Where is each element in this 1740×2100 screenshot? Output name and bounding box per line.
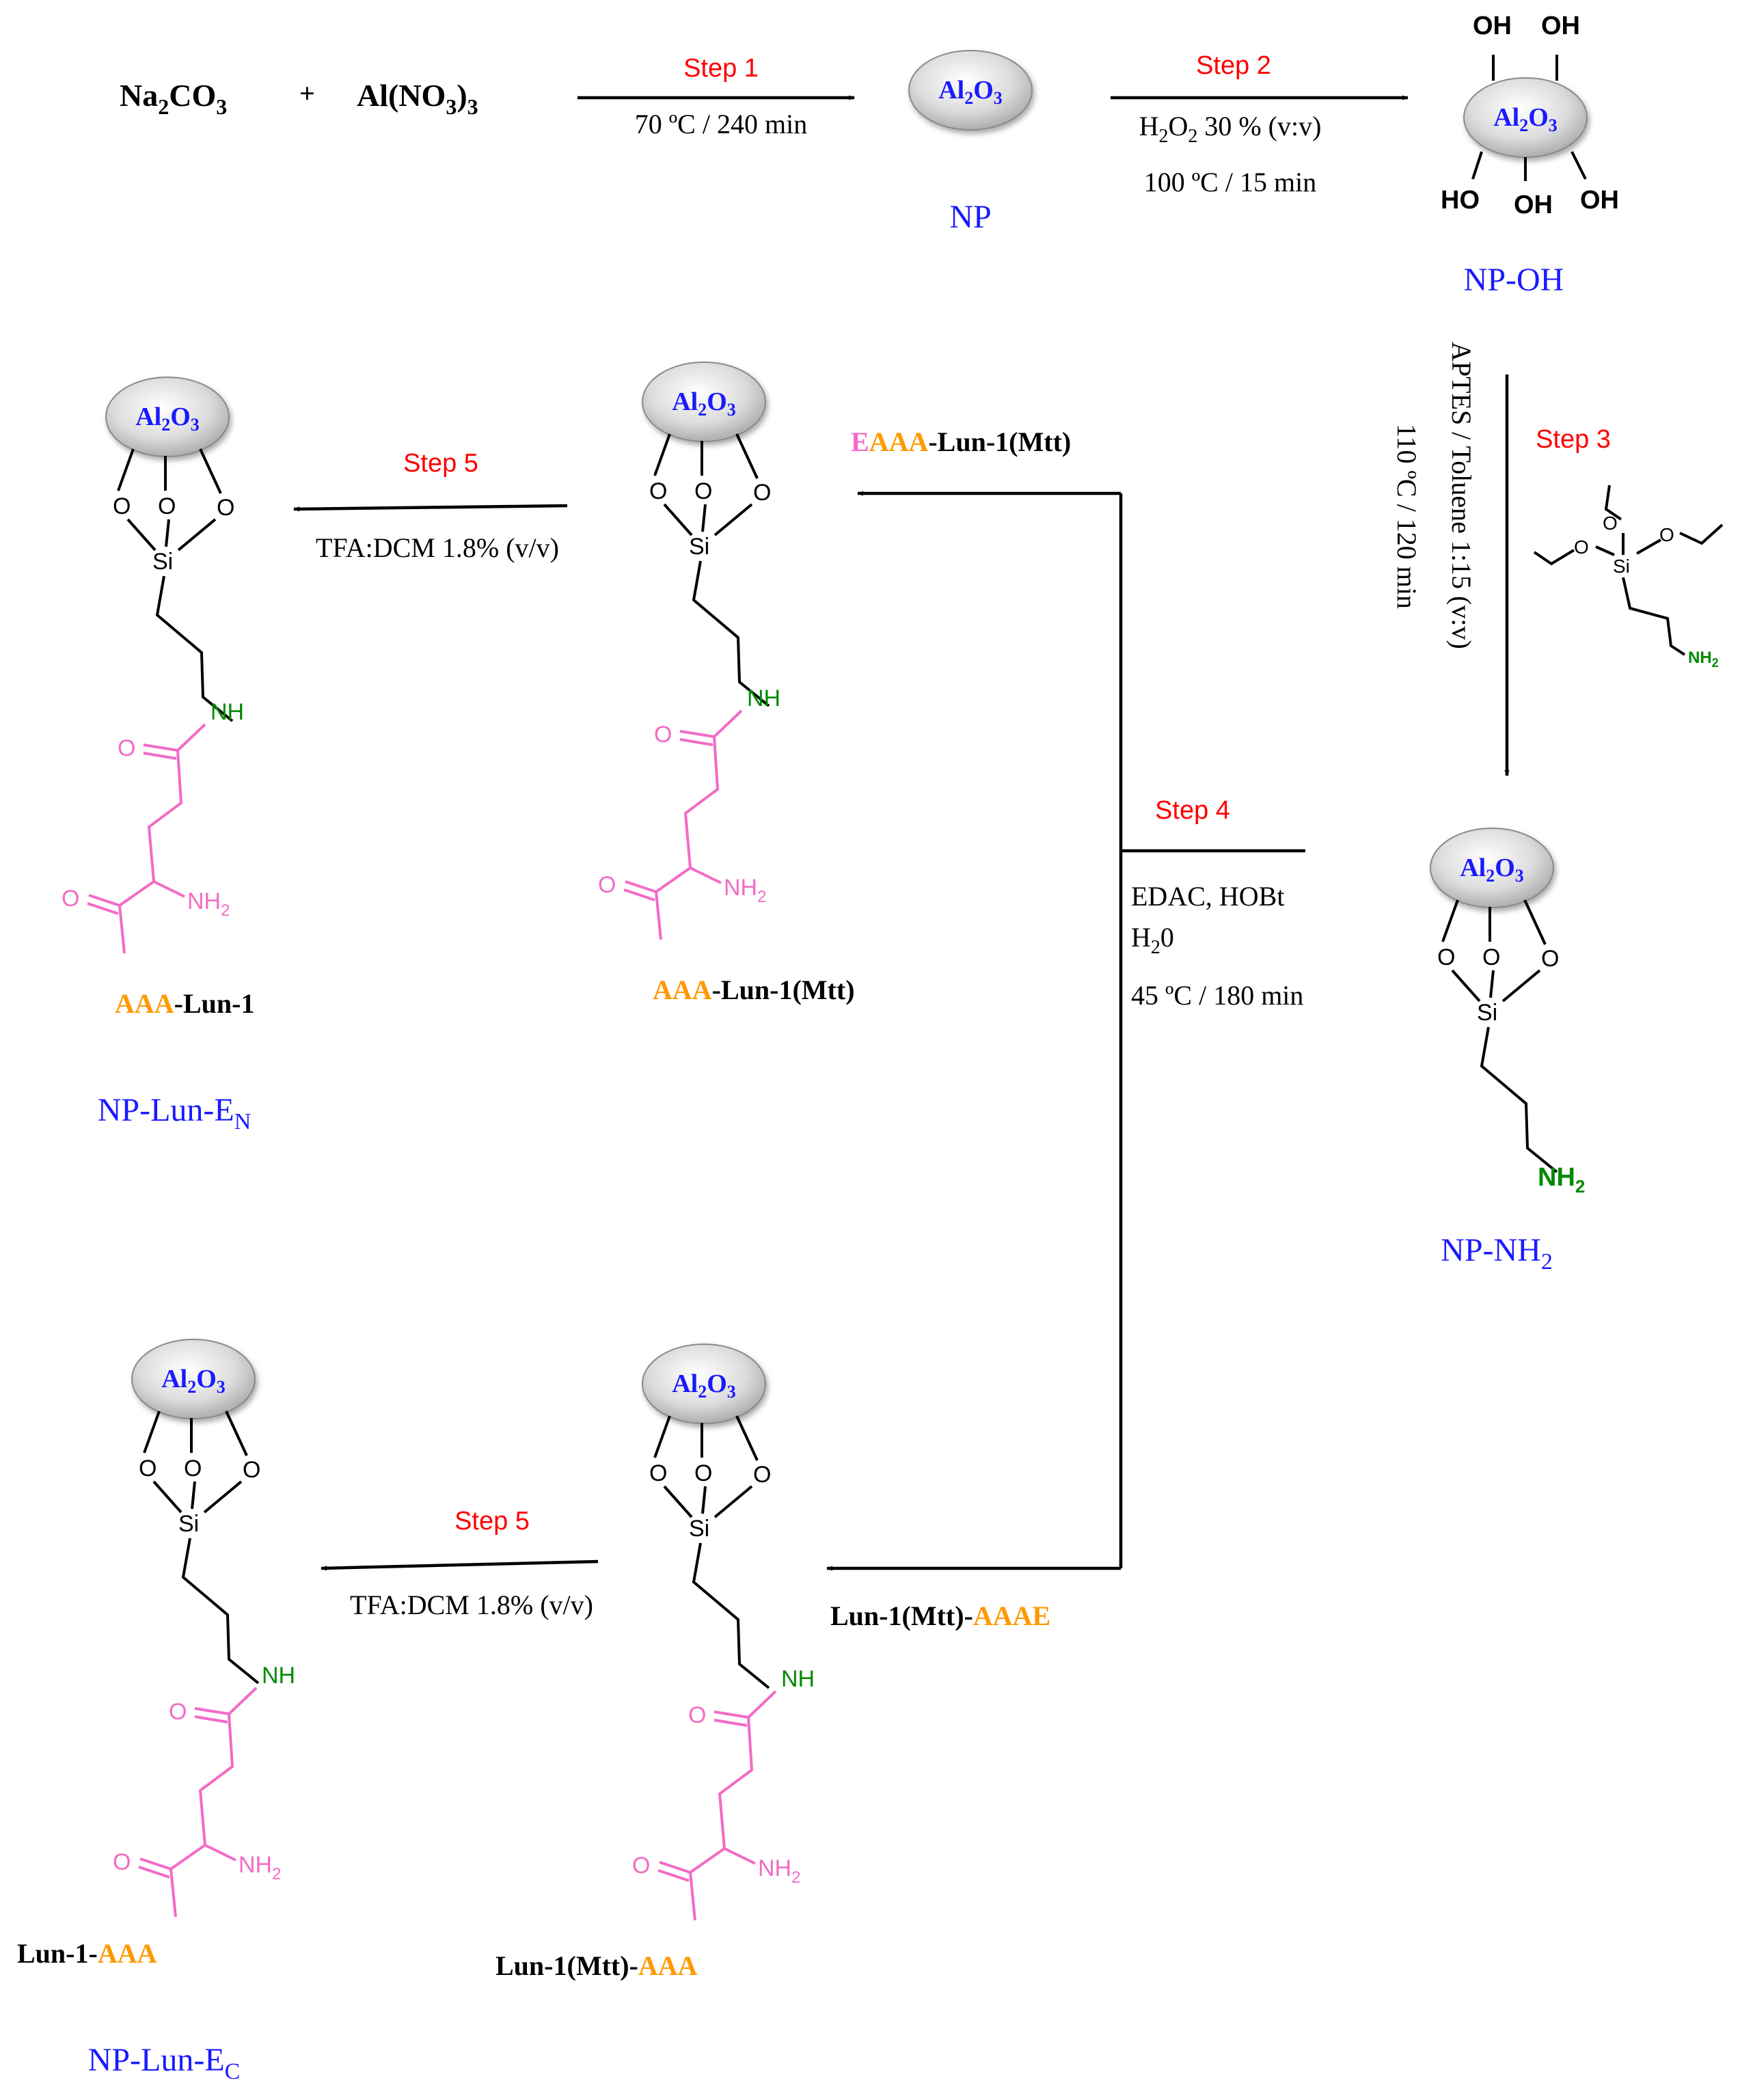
svg-text:OH: OH xyxy=(1473,12,1512,40)
step5-top-conditions: TFA:DCM 1.8% (v/v) xyxy=(316,532,559,563)
step5-top-label: Step 5 xyxy=(403,449,478,478)
step4-label: Step 4 xyxy=(1155,796,1230,825)
reactant-al-nitrate: Al(NO3)3 xyxy=(357,78,478,119)
step1-conditions: 70 ºC / 240 min xyxy=(635,109,807,139)
np-core: NP xyxy=(909,51,1032,235)
np-lun1-mtt-aaa-structure: Lun-1(Mtt)-AAA xyxy=(495,1344,817,1981)
step2-conditions-2: 100 ºC / 15 min xyxy=(1144,167,1316,197)
svg-text:Na2CO3: Na2CO3 xyxy=(120,78,227,119)
np-lun-en-structure: AAA-Lun-1 NP-Lun-EN xyxy=(60,377,254,1134)
step5-bottom-conditions: TFA:DCM 1.8% (v/v) xyxy=(350,1590,593,1620)
step2-label: Step 2 xyxy=(1196,51,1271,80)
svg-text:O: O xyxy=(1574,536,1589,558)
bottom-mid-label: Lun-1(Mtt)-AAA xyxy=(495,1950,698,1981)
np-lun-en-label: NP-Lun-EN xyxy=(98,1092,252,1134)
svg-text:OH: OH xyxy=(1541,12,1580,40)
reactant-na2co3: Na2CO3 xyxy=(120,78,227,119)
reagent-eaaa-lun1-mtt: EAAA-Lun-1(Mtt) xyxy=(851,426,1071,457)
step4-conditions-2: H20 xyxy=(1131,922,1174,958)
step4-conditions-1: EDAC, HOBt xyxy=(1131,881,1284,912)
bottom-left-label: Lun-1-AAA xyxy=(17,1938,157,1969)
step5-top-arrow: Step 5 TFA:DCM 1.8% (v/v) xyxy=(293,449,568,563)
step1-arrow: Step 1 70 ºC / 240 min xyxy=(577,54,855,139)
np-oh-structure: OH OH HO OH OH NP-OH xyxy=(1441,12,1619,298)
step4-conditions-3: 45 ºC / 180 min xyxy=(1131,980,1303,1011)
step2-arrow: Step 2 H2O2 30 % (v:v) 100 ºC / 15 min xyxy=(1111,51,1409,197)
step5-bottom-label: Step 5 xyxy=(454,1507,530,1536)
top-mid-label: AAA-Lun-1(Mtt) xyxy=(653,974,855,1005)
step3-arrow: Step 3 APTES / Toluene 1:15 (v:v) 110 ºC… xyxy=(1391,342,1611,776)
svg-text:HO: HO xyxy=(1441,186,1480,215)
svg-text:Al(NO3)3: Al(NO3)3 xyxy=(357,78,478,119)
step3-label: Step 3 xyxy=(1536,425,1611,454)
svg-text:OH: OH xyxy=(1580,186,1619,215)
svg-text:NH2: NH2 xyxy=(1538,1163,1585,1197)
top-left-label: AAA-Lun-1 xyxy=(115,988,254,1019)
step3-conditions-2: 110 ºC / 120 min xyxy=(1391,424,1422,609)
np-lun-ec-label: NP-Lun-EC xyxy=(88,2042,241,2084)
np-label: NP xyxy=(949,199,991,235)
aptes-structure: O Si O O NH2 xyxy=(1533,485,1724,670)
svg-text:NH2: NH2 xyxy=(1688,649,1719,670)
step1-label: Step 1 xyxy=(683,54,759,83)
svg-text:O: O xyxy=(1659,524,1674,545)
step5-bottom-arrow: Step 5 TFA:DCM 1.8% (v/v) xyxy=(321,1507,599,1620)
step2-conditions-1: H2O2 30 % (v:v) xyxy=(1139,111,1322,147)
plus-sign: + xyxy=(299,78,315,109)
reagent-lun1-mtt-aaae: Lun-1(Mtt)-AAAE xyxy=(830,1600,1050,1631)
svg-text:Si: Si xyxy=(1613,556,1630,577)
np-nh2-label: NP-NH2 xyxy=(1441,1232,1553,1274)
step4-arrow: Step 4 EDAC, HOBt H20 45 ºC / 180 min xyxy=(826,491,1305,1571)
np-aaa-lun1-mtt-structure: AAA-Lun-1(Mtt) xyxy=(597,362,855,1005)
np-nh2-structure: NH2 NP-NH2 xyxy=(1430,828,1585,1274)
np-oh-label: NP-OH xyxy=(1464,262,1564,298)
np-lun-ec-structure: Lun-1-AAA NP-Lun-EC xyxy=(17,1339,297,2084)
svg-text:OH: OH xyxy=(1514,191,1553,219)
step3-conditions-1: APTES / Toluene 1:15 (v:v) xyxy=(1446,342,1477,649)
svg-text:O: O xyxy=(1603,513,1618,534)
